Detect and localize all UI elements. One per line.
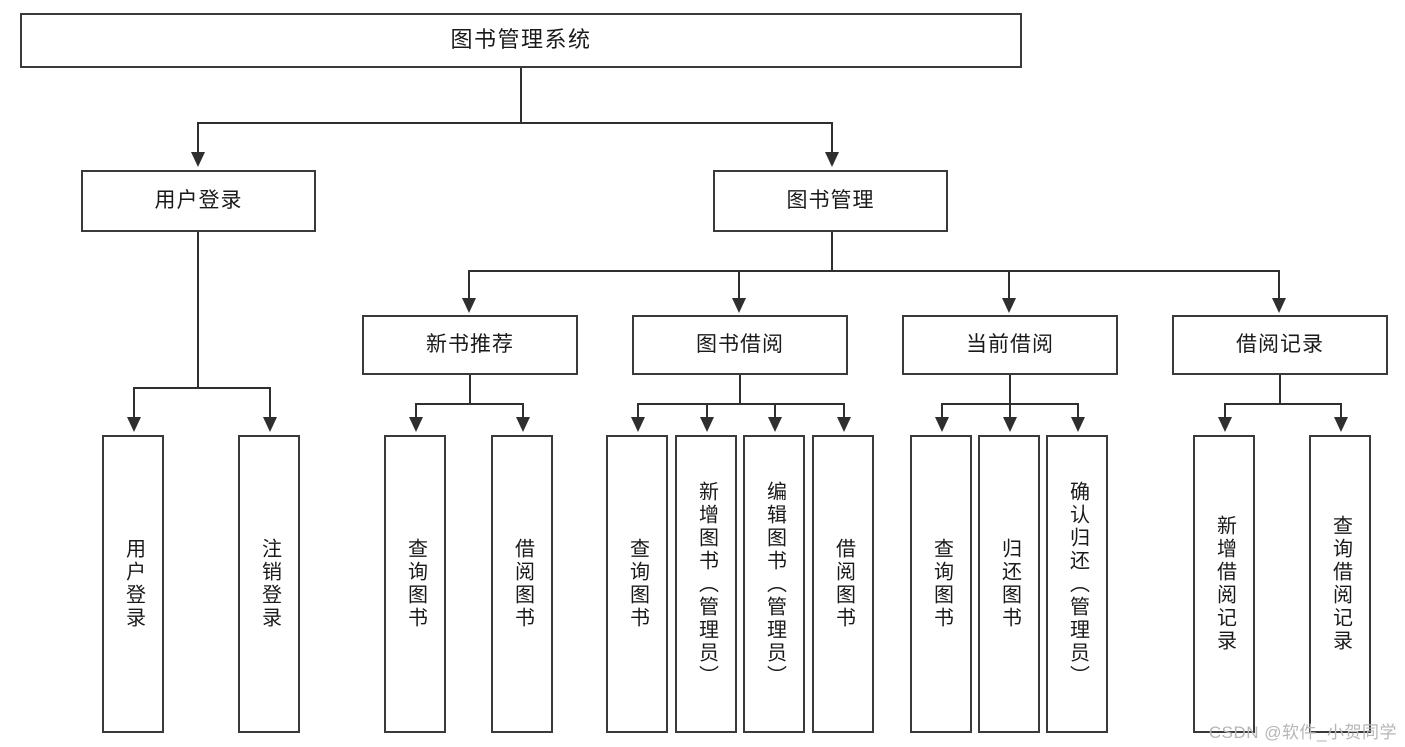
arrow-bb-child-3 xyxy=(768,417,782,432)
connector-root-stem xyxy=(520,68,522,122)
node-leaf-borrow-book-2-label: 借阅图书 xyxy=(832,538,855,630)
arrow-bb-child-1 xyxy=(631,417,645,432)
connector-new-book-stem xyxy=(469,375,471,403)
node-leaf-query-record[interactable]: 查询借阅记录 xyxy=(1309,435,1371,733)
arrow-nb-child-2 xyxy=(516,417,530,432)
node-leaf-add-book[interactable]: 新增图书（管理员） xyxy=(675,435,737,733)
node-leaf-confirm-return-label: 确认归还（管理员） xyxy=(1066,480,1089,688)
connector-book-manage-stem xyxy=(831,232,833,270)
node-root[interactable]: 图书管理系统 xyxy=(20,13,1022,68)
node-new-book-recommend[interactable]: 新书推荐 xyxy=(362,315,578,375)
arrow-cb-child-1 xyxy=(935,417,949,432)
node-leaf-query-book-1-label: 查询图书 xyxy=(404,538,427,630)
connector-to-user-login xyxy=(197,122,199,152)
connector-br-child-1 xyxy=(1224,403,1226,417)
connector-book-manage-bus xyxy=(468,270,1280,272)
node-leaf-query-book-3[interactable]: 查询图书 xyxy=(910,435,972,733)
connector-book-borrow-bus xyxy=(637,403,845,405)
arrow-to-current-borrow xyxy=(1002,298,1016,313)
node-leaf-query-book-2-label: 查询图书 xyxy=(626,538,649,630)
arrow-to-book-borrow xyxy=(732,298,746,313)
node-borrow-record[interactable]: 借阅记录 xyxy=(1172,315,1388,375)
arrow-to-new-book xyxy=(462,298,476,313)
connector-to-book-borrow xyxy=(738,270,740,298)
node-root-label: 图书管理系统 xyxy=(450,27,592,53)
node-leaf-add-record[interactable]: 新增借阅记录 xyxy=(1193,435,1255,733)
node-new-book-recommend-label: 新书推荐 xyxy=(426,333,514,357)
connector-to-leaf-logout xyxy=(269,387,271,417)
node-book-manage[interactable]: 图书管理 xyxy=(713,170,948,232)
node-current-borrow[interactable]: 当前借阅 xyxy=(902,315,1118,375)
connector-root-bus xyxy=(197,122,833,124)
arrow-bb-child-2 xyxy=(700,417,714,432)
connector-to-new-book xyxy=(468,270,470,298)
connector-bb-child-3 xyxy=(774,403,776,417)
node-leaf-return-book[interactable]: 归还图书 xyxy=(978,435,1040,733)
arrow-to-leaf-user-login xyxy=(127,417,141,432)
node-leaf-add-record-label: 新增借阅记录 xyxy=(1213,515,1236,653)
connector-cb-child-1 xyxy=(941,403,943,417)
node-leaf-logout[interactable]: 注销登录 xyxy=(238,435,300,733)
node-leaf-borrow-book-1-label: 借阅图书 xyxy=(511,538,534,630)
node-borrow-record-label: 借阅记录 xyxy=(1236,333,1324,357)
node-leaf-edit-book[interactable]: 编辑图书（管理员） xyxy=(743,435,805,733)
connector-to-current-borrow xyxy=(1008,270,1010,298)
node-leaf-borrow-book-2[interactable]: 借阅图书 xyxy=(812,435,874,733)
arrow-to-book-manage xyxy=(825,152,839,167)
connector-bb-child-4 xyxy=(843,403,845,417)
node-book-borrow-label: 图书借阅 xyxy=(696,333,784,357)
node-current-borrow-label: 当前借阅 xyxy=(966,333,1054,357)
connector-nb-child-2 xyxy=(522,403,524,417)
connector-nb-child-1 xyxy=(415,403,417,417)
node-leaf-query-book-3-label: 查询图书 xyxy=(930,538,953,630)
node-leaf-query-book-2[interactable]: 查询图书 xyxy=(606,435,668,733)
node-leaf-confirm-return[interactable]: 确认归还（管理员） xyxy=(1046,435,1108,733)
connector-bb-child-2 xyxy=(706,403,708,417)
node-leaf-query-book-1[interactable]: 查询图书 xyxy=(384,435,446,733)
arrow-br-child-1 xyxy=(1218,417,1232,432)
arrow-to-user-login xyxy=(191,152,205,167)
node-leaf-user-login[interactable]: 用户登录 xyxy=(102,435,164,733)
connector-current-borrow-stem xyxy=(1009,375,1011,403)
connector-br-child-2 xyxy=(1340,403,1342,417)
connector-bb-child-1 xyxy=(637,403,639,417)
connector-cb-child-2 xyxy=(1009,403,1011,417)
arrow-to-leaf-logout xyxy=(263,417,277,432)
watermark-text: CSDN @软件_小贺同学 xyxy=(1208,723,1397,742)
node-leaf-borrow-book-1[interactable]: 借阅图书 xyxy=(491,435,553,733)
arrow-br-child-2 xyxy=(1334,417,1348,432)
node-leaf-query-record-label: 查询借阅记录 xyxy=(1329,515,1352,653)
node-leaf-user-login-label: 用户登录 xyxy=(122,538,145,630)
node-user-login[interactable]: 用户登录 xyxy=(81,170,316,232)
node-book-borrow[interactable]: 图书借阅 xyxy=(632,315,848,375)
connector-borrow-record-bus xyxy=(1224,403,1341,405)
connector-new-book-bus xyxy=(415,403,523,405)
node-user-login-label: 用户登录 xyxy=(154,189,243,213)
connector-to-leaf-user-login xyxy=(133,387,135,417)
connector-to-book-manage xyxy=(831,122,833,152)
arrow-bb-child-4 xyxy=(837,417,851,432)
node-leaf-logout-label: 注销登录 xyxy=(258,538,281,630)
arrow-cb-child-2 xyxy=(1003,417,1017,432)
connector-book-borrow-stem xyxy=(739,375,741,403)
node-leaf-return-book-label: 归还图书 xyxy=(998,538,1021,630)
node-leaf-edit-book-label: 编辑图书（管理员） xyxy=(763,480,786,688)
node-leaf-add-book-label: 新增图书（管理员） xyxy=(695,480,718,688)
connector-to-borrow-record xyxy=(1278,270,1280,298)
connector-user-login-stem xyxy=(197,232,199,387)
arrow-nb-child-1 xyxy=(409,417,423,432)
connector-user-login-bus xyxy=(133,387,269,389)
connector-borrow-record-stem xyxy=(1279,375,1281,403)
connector-cb-child-3 xyxy=(1077,403,1079,417)
arrow-cb-child-3 xyxy=(1071,417,1085,432)
arrow-to-borrow-record xyxy=(1272,298,1286,313)
node-book-manage-label: 图书管理 xyxy=(786,189,875,213)
